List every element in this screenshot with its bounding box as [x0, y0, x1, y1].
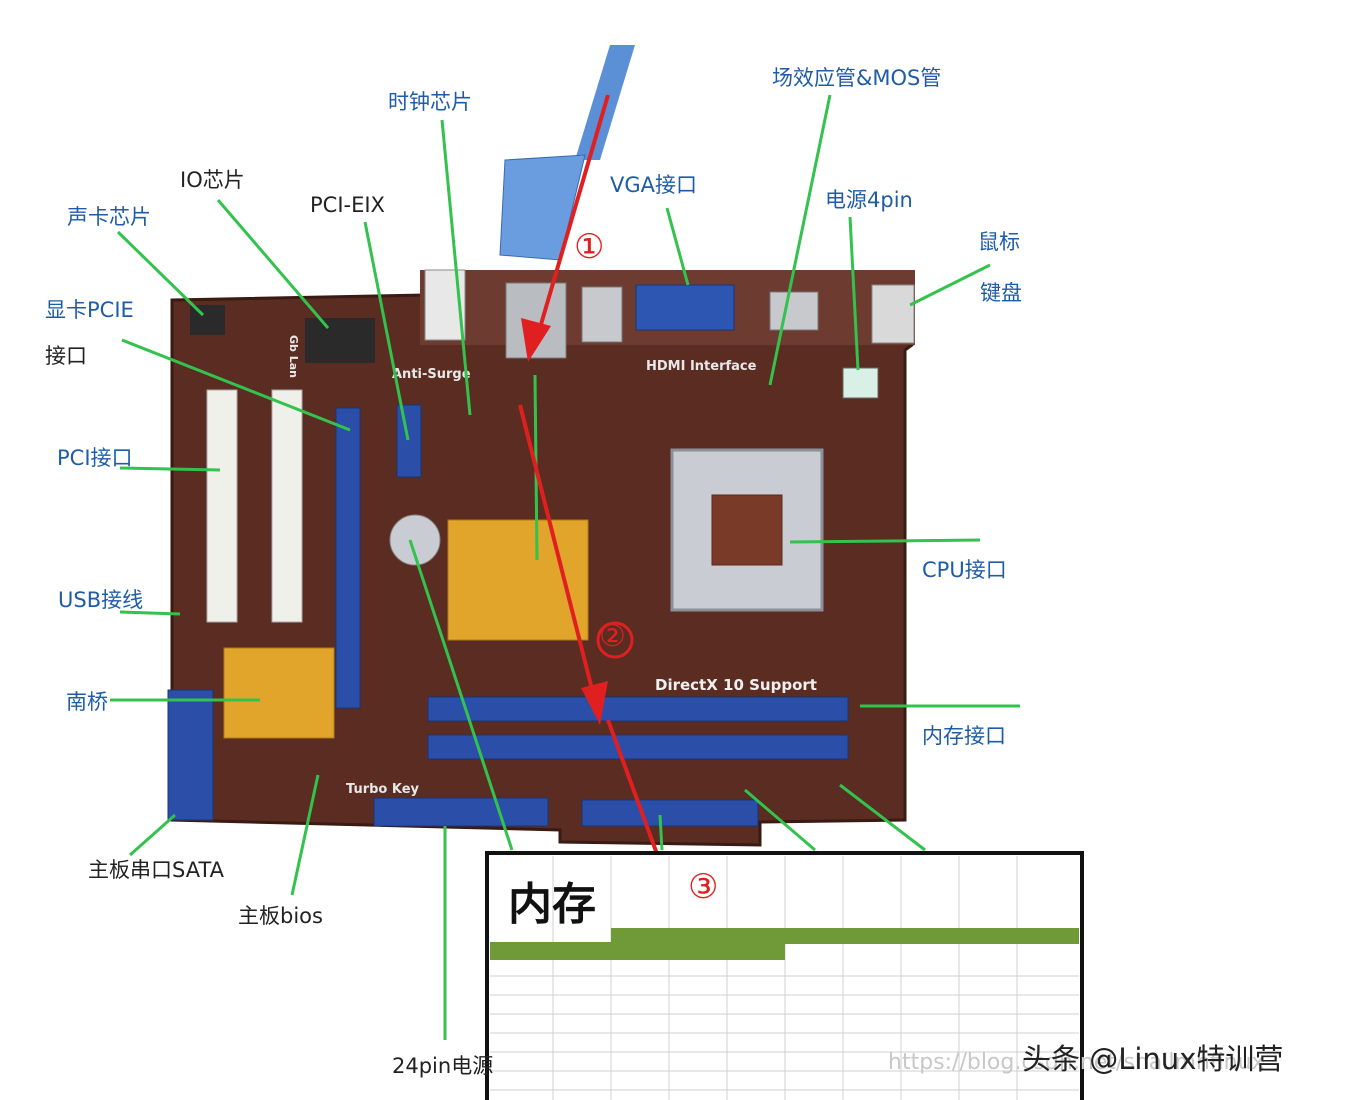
leader-battery [408, 539, 514, 851]
leader-pci [119, 466, 221, 472]
leader-cpu [789, 538, 981, 544]
label-keyboard: 键盘 [980, 281, 1022, 305]
leader-clock [440, 119, 472, 416]
board-text-turbo-key: Turbo Key [346, 782, 420, 797]
step-2-marker: ② [599, 619, 626, 654]
leader-sound [116, 230, 205, 317]
leader-bottom-3 [839, 783, 926, 852]
arrow-2-head [581, 681, 608, 725]
leader-bios [290, 774, 320, 896]
step-2-ring [596, 621, 634, 659]
southbridge-heatsink [223, 647, 335, 739]
leader-4pin [848, 216, 860, 371]
label-gpu-pcie-2: 接口 [45, 344, 87, 368]
ram-slot-2 [427, 734, 849, 760]
vga-port [635, 284, 735, 331]
leader-ps2 [909, 263, 991, 307]
leader-lines [110, 94, 1020, 1040]
label-power-24pin: 24pin电源 [392, 1054, 494, 1078]
label-cpu-socket: CPU接口 [922, 558, 1007, 582]
leader-vga [665, 207, 690, 286]
label-pci-slot: PCI接口 [57, 446, 133, 470]
label-io-chip: IO芯片 [180, 168, 245, 192]
northbridge-heatsink [447, 519, 589, 641]
atx-4pin-connector [842, 367, 879, 399]
ram-slot-1 [427, 696, 849, 722]
leader-bottom-1 [658, 814, 664, 851]
memory-bar-low [490, 942, 785, 960]
label-pci-eix: PCI-EIX [310, 193, 385, 217]
io-chip [305, 318, 375, 363]
arrow-1-line [533, 94, 610, 346]
label-clock-chip: 时钟芯片 [388, 90, 472, 114]
pcie-x16-slot [335, 407, 361, 709]
label-southbridge: 南桥 [66, 690, 108, 714]
leader-gpu-pcie [121, 338, 351, 432]
leader-pci-eix [363, 221, 410, 441]
memory-grid [490, 856, 1079, 1100]
pcie-x1-slot [396, 404, 422, 478]
arrow-1-head [521, 318, 551, 362]
label-vga: VGA接口 [610, 173, 698, 197]
atx-24pin-connector [373, 797, 549, 827]
watermark-text: 头条 @Linux特训营 [1022, 1042, 1284, 1076]
label-bios: 主板bios [238, 904, 323, 928]
cpu-socket-core [711, 494, 783, 566]
leader-usb [119, 610, 181, 616]
board-text-directx: DirectX 10 Support [655, 676, 817, 694]
pci-slot-2 [271, 389, 303, 623]
label-usb-header: USB接线 [58, 588, 144, 612]
board-text-gb-lan: Gb Lan [287, 335, 300, 378]
board-text-hdmi: HDMI Interface [646, 359, 757, 374]
leader-sata [129, 813, 176, 857]
label-sata: 主板串口SATA [88, 858, 225, 882]
leader-bottom-2 [744, 788, 816, 852]
hdmi-port [769, 291, 819, 331]
usb-port-stack [581, 286, 623, 343]
label-mouse: 鼠标 [978, 230, 1020, 254]
leader-mosfet [768, 94, 832, 386]
leader-io [216, 199, 330, 329]
step-3-marker: ③ [688, 867, 719, 907]
memory-bar-high [611, 928, 1079, 944]
label-memory-slot: 内存接口 [922, 724, 1006, 748]
rj45-plug [499, 154, 586, 261]
label-sound-chip: 声卡芯片 [67, 205, 151, 229]
pci-slot-1 [206, 389, 238, 623]
label-gpu-pcie: 显卡PCIE [45, 298, 134, 322]
sata-ports [167, 689, 214, 821]
board-text-anti-surge: Anti-Surge [392, 367, 471, 382]
ps2-port [871, 284, 915, 344]
bottom-slot [581, 799, 759, 827]
label-mosfet: 场效应管&MOS管 [772, 66, 942, 90]
cmos-battery [389, 514, 441, 566]
step-1-marker: ① [574, 227, 605, 267]
memory-panel-title: 内存 [508, 879, 596, 930]
arrow-2-line [518, 404, 598, 706]
watermark-url: https://blog.csdn.net/shallmhfinux [888, 1050, 1265, 1075]
label-power-4pin: 电源4pin [825, 188, 913, 212]
